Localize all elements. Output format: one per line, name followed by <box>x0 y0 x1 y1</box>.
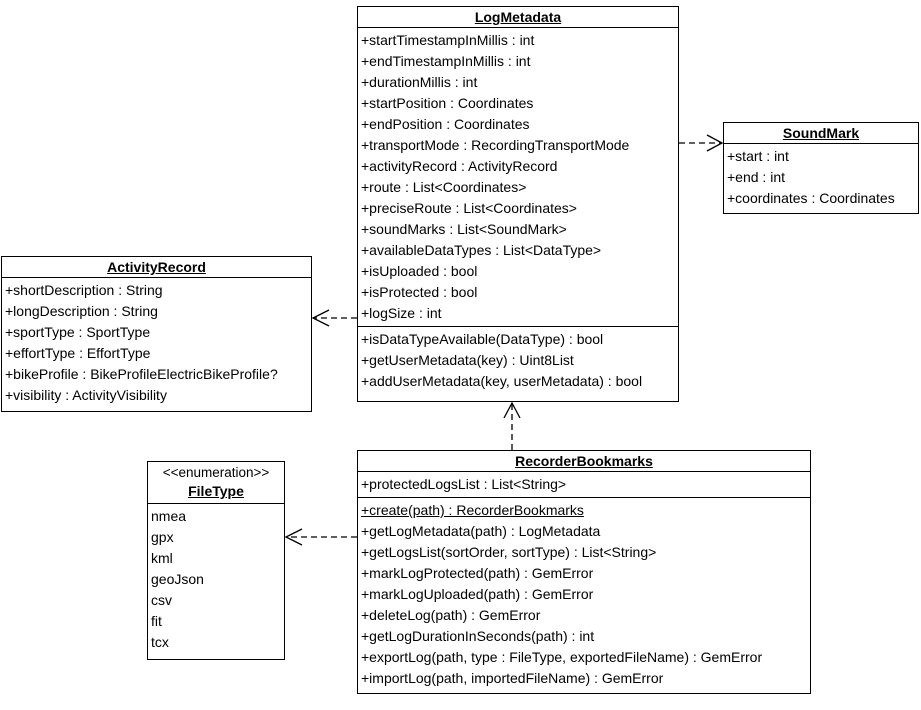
attribute: +sportType : SportType <box>5 324 151 340</box>
class-log-metadata: LogMetadata +startTimestampInMillis : in… <box>357 6 679 402</box>
attribute: +isProtected : bool <box>361 284 478 300</box>
class-title: FileType <box>188 483 244 499</box>
class-recorder-bookmarks: RecorderBookmarks +protectedLogsList : L… <box>357 450 811 694</box>
attribute: +availableDataTypes : List<DataType> <box>361 242 602 258</box>
attribute: +endTimestampInMillis : int <box>361 53 531 69</box>
enum-literal: fit <box>151 613 162 629</box>
attribute: +startTimestampInMillis : int <box>361 32 535 48</box>
attributes-section: +startTimestampInMillis : int +endTimest… <box>358 28 678 326</box>
attribute: +startPosition : Coordinates <box>361 95 534 111</box>
operation: +markLogUploaded(path) : GemError <box>361 586 594 602</box>
enum-literal: gpx <box>151 529 174 545</box>
attribute: +visibility : ActivityVisibility <box>5 387 167 403</box>
operations-section: +create(path) : RecorderBookmarks +getLo… <box>358 497 810 691</box>
attribute: +durationMillis : int <box>361 74 478 90</box>
enum-literal: tcx <box>151 634 169 650</box>
enum-header: <<enumeration>> FileType <box>148 462 284 504</box>
class-sound-mark: SoundMark +start : int +end : int +coord… <box>723 122 919 214</box>
attribute: +activityRecord : ActivityRecord <box>361 158 558 174</box>
operation: +getLogsList(sortOrder, sortType) : List… <box>361 544 657 560</box>
arrowhead-icon <box>503 401 521 419</box>
attributes-section: +protectedLogsList : List<String> <box>358 472 810 497</box>
static-operation: +create(path) : RecorderBookmarks <box>361 502 584 518</box>
attribute: +transportMode : RecordingTransportMode <box>361 137 630 153</box>
enum-literal: nmea <box>151 508 187 524</box>
attribute: +longDescription : String <box>5 303 158 319</box>
attribute: +shortDescription : String <box>5 282 163 298</box>
arrowhead-icon <box>706 134 724 152</box>
operations-section: +isDataTypeAvailable(DataType) : bool +g… <box>358 326 678 394</box>
attribute: +isUploaded : bool <box>361 263 478 279</box>
class-title: SoundMark <box>724 123 918 144</box>
attribute: +route : List<Coordinates> <box>361 179 527 195</box>
attribute: +logSize : int <box>361 305 442 321</box>
enum-literal: kml <box>151 550 173 566</box>
operation: +exportLog(path, type : FileType, export… <box>361 649 763 665</box>
operation: +importLog(path, importedFileName) : Gem… <box>361 670 664 686</box>
attribute: +preciseRoute : List<Coordinates> <box>361 200 577 216</box>
operation: +getLogDurationInSeconds(path) : int <box>361 628 595 644</box>
arrowhead-icon <box>311 309 330 327</box>
attribute: +effortType : EffortType <box>5 345 151 361</box>
operation: +addUserMetadata(key, userMetadata) : bo… <box>361 373 643 389</box>
attribute: +soundMarks : List<SoundMark> <box>361 221 567 237</box>
operation: +getLogMetadata(path) : LogMetadata <box>361 523 601 539</box>
operation: +isDataTypeAvailable(DataType) : bool <box>361 331 604 347</box>
attribute: +coordinates : Coordinates <box>727 190 895 206</box>
class-title: LogMetadata <box>358 7 678 28</box>
literals-section: nmea gpx kml geoJson csv fit tcx <box>148 504 284 655</box>
enum-file-type: <<enumeration>> FileType nmea gpx kml ge… <box>147 461 285 660</box>
attribute: +endPosition : Coordinates <box>361 116 530 132</box>
attribute: +bikeProfile : BikeProfileElectricBikePr… <box>5 366 278 382</box>
stereotype-label: <<enumeration>> <box>162 465 270 480</box>
operation: +getUserMetadata(key) : Uint8List <box>361 352 574 368</box>
class-title: RecorderBookmarks <box>358 451 810 472</box>
enum-literal: geoJson <box>151 571 204 587</box>
operation: +deleteLog(path) : GemError <box>361 607 541 623</box>
enum-literal: csv <box>151 592 172 608</box>
arrowhead-icon <box>284 528 303 546</box>
class-title: ActivityRecord <box>2 257 311 278</box>
operation: +markLogProtected(path) : GemError <box>361 565 594 581</box>
attributes-section: +shortDescription : String +longDescript… <box>2 278 311 408</box>
attribute: +protectedLogsList : List<String> <box>361 476 567 492</box>
attribute: +end : int <box>727 169 785 185</box>
attribute: +start : int <box>727 148 789 164</box>
class-activity-record: ActivityRecord +shortDescription : Strin… <box>1 256 312 412</box>
attributes-section: +start : int +end : int +coordinates : C… <box>724 144 918 211</box>
